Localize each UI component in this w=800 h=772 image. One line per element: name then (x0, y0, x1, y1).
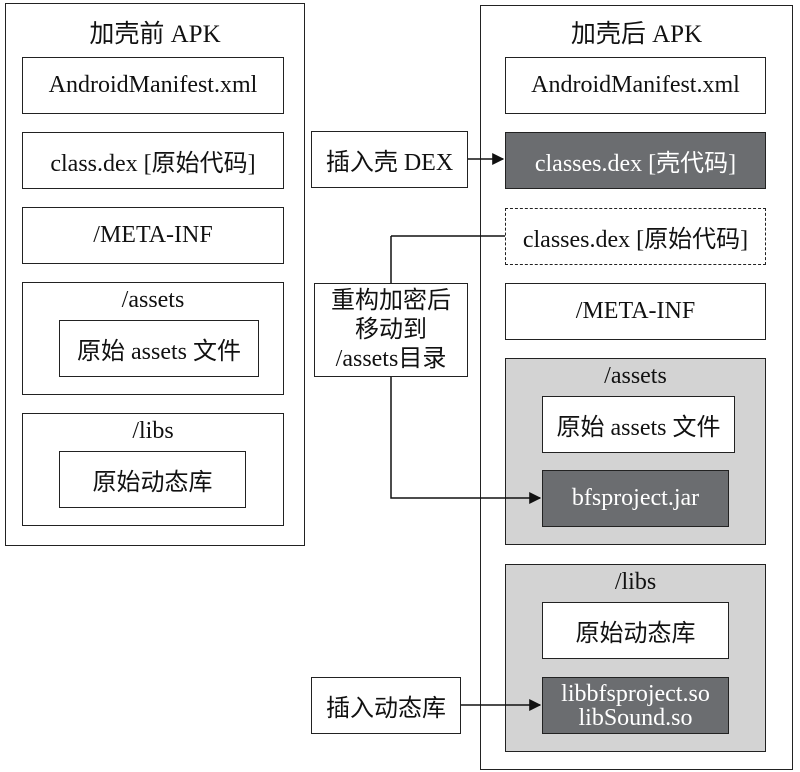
after-assets-file-box: 原始 assets 文件 (542, 396, 735, 453)
before-manifest-box: AndroidManifest.xml (22, 57, 284, 114)
before-libs-file-box: 原始动态库 (59, 451, 246, 508)
before-assets-file-box: 原始 assets 文件 (59, 320, 259, 377)
after-original-dex-box: classes.dex [原始代码] (505, 208, 766, 265)
after-shell-dex-box: classes.dex [壳代码] (505, 132, 766, 189)
encrypt-move-line-3: /assets目录 (335, 345, 447, 372)
so-file-2: libSound.so (578, 704, 693, 731)
after-apk-title: 加壳后 APK (570, 21, 703, 48)
after-jar-box: bfsproject.jar (542, 470, 729, 527)
insert-lib-label: 插入动态库 (311, 677, 461, 734)
after-meta-inf-box: /META-INF (505, 283, 766, 340)
encrypt-move-label: 重构加密后 移动到 /assets目录 (314, 283, 468, 377)
encrypt-move-line-2: 移动到 (355, 316, 427, 343)
after-assets-title: /assets (604, 363, 667, 389)
after-libs-file-box: 原始动态库 (542, 602, 729, 659)
before-apk-title: 加壳前 APK (89, 21, 221, 48)
encrypt-move-line-1: 重构加密后 (331, 287, 451, 314)
before-dex-box: class.dex [原始代码] (22, 132, 284, 189)
before-assets-title: /assets (121, 287, 185, 313)
after-manifest-box: AndroidManifest.xml (505, 57, 766, 114)
insert-shell-dex-label: 插入壳 DEX (311, 131, 468, 188)
after-so-files-box: libbfsproject.so libSound.so (542, 677, 729, 734)
before-meta-inf-box: /META-INF (22, 207, 284, 264)
so-file-1: libbfsproject.so (561, 680, 710, 707)
after-libs-title: /libs (614, 569, 657, 595)
before-libs-title: /libs (132, 418, 174, 444)
